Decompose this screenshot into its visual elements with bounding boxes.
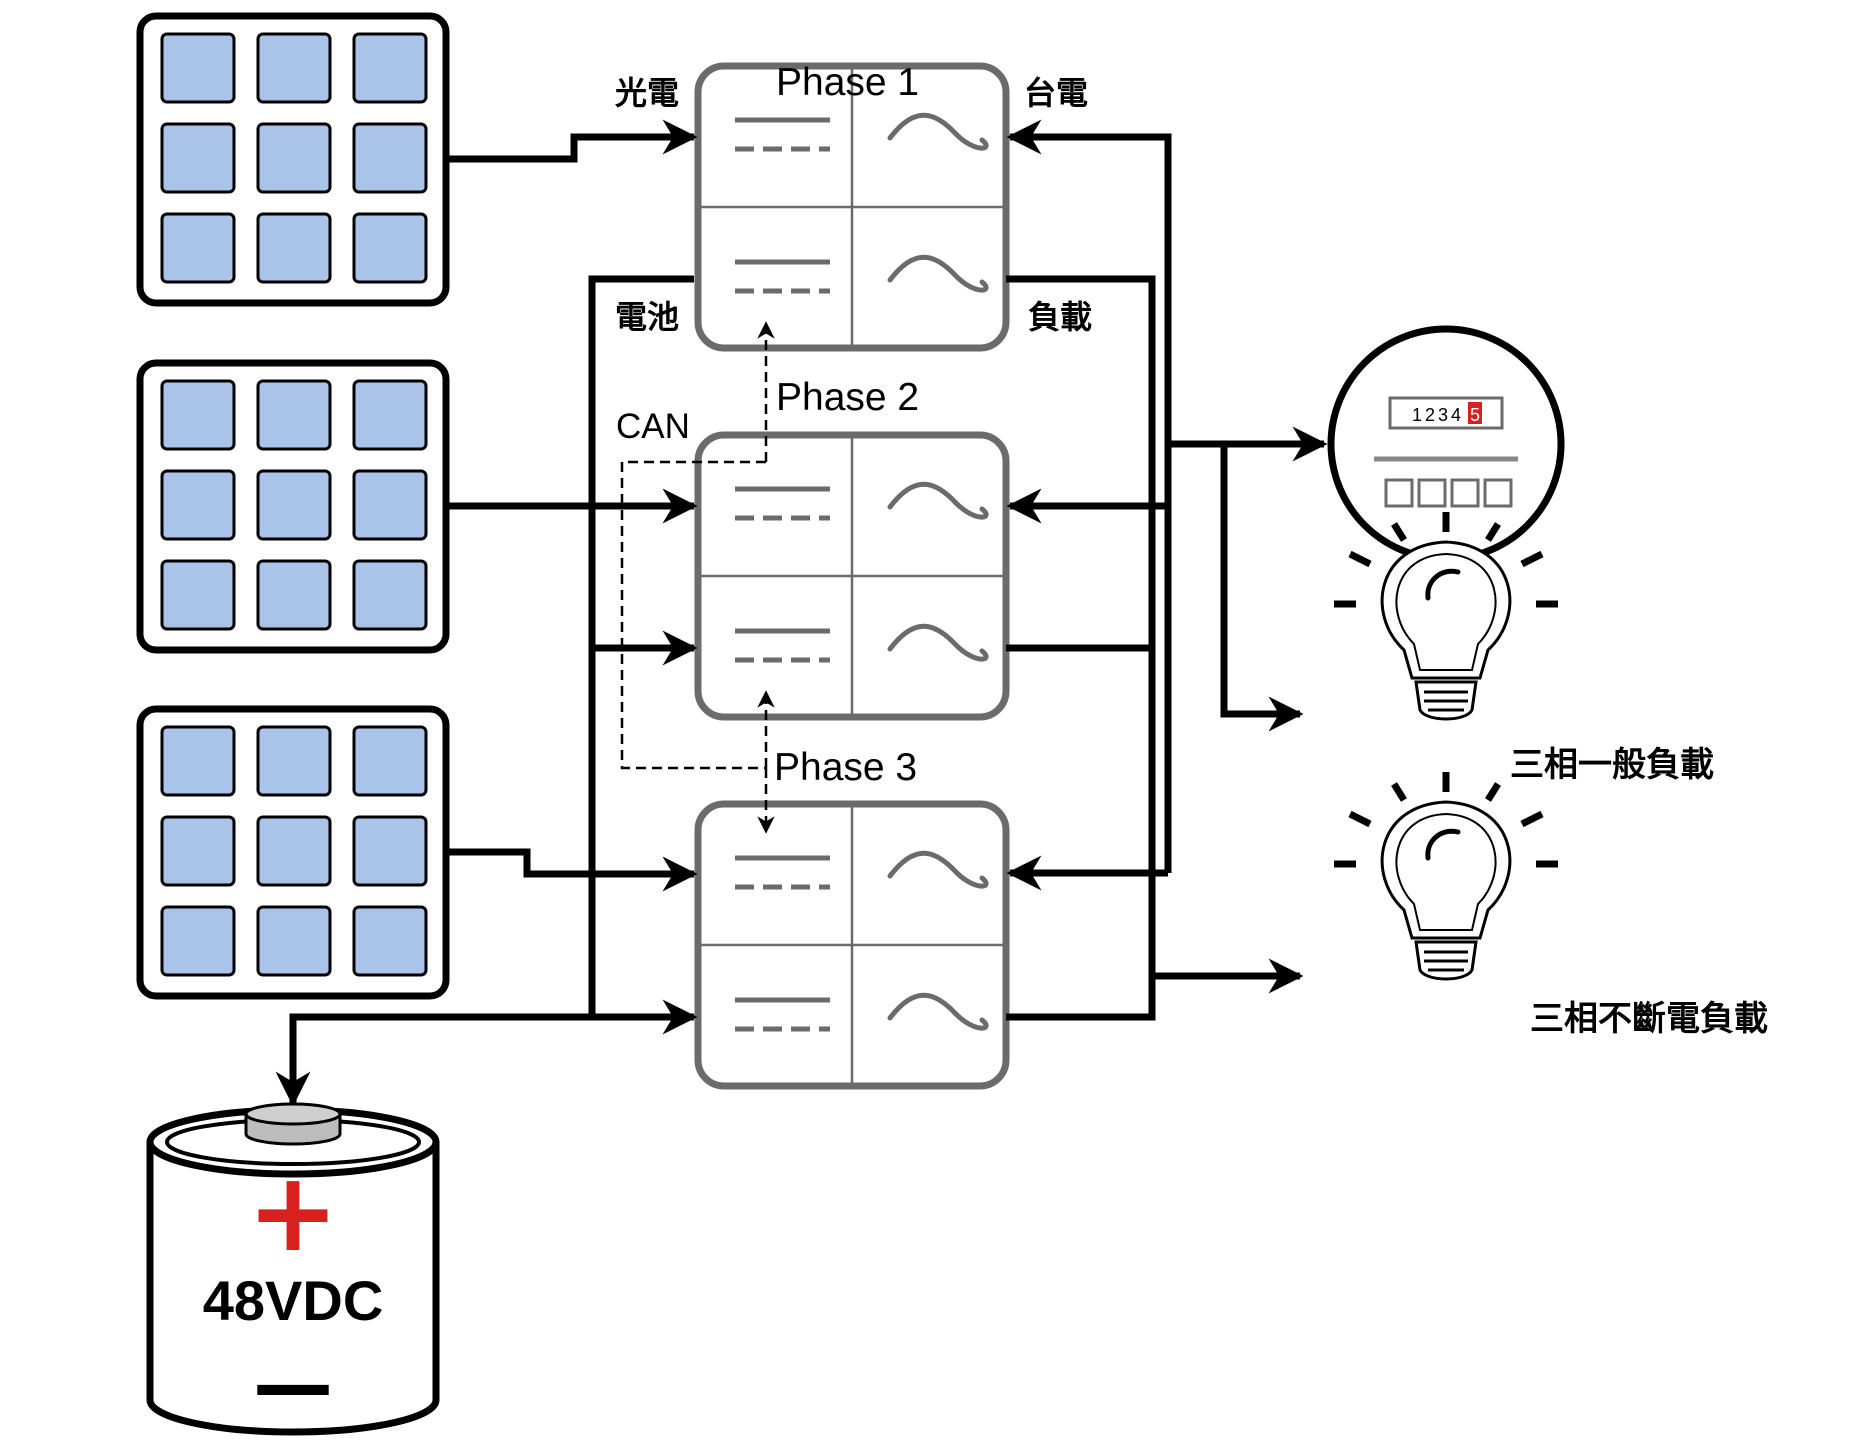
solar-cell xyxy=(160,559,236,631)
bulb-part xyxy=(1425,568,1461,601)
solar-cell xyxy=(352,122,428,194)
bulb-part xyxy=(1425,828,1461,861)
solar-cell xyxy=(160,725,236,797)
battery-plus-sign: + xyxy=(247,1148,339,1276)
can-bus-label: CAN xyxy=(616,407,690,446)
bulb-part xyxy=(1395,812,1497,931)
battery-dc-bus xyxy=(275,275,698,1107)
dc-symbol-icons xyxy=(735,117,830,1032)
solar-cell xyxy=(256,815,332,887)
solar-cell xyxy=(256,725,332,797)
pv-input-label: 光電 xyxy=(615,74,679,112)
inverter-phase-2 xyxy=(694,431,1010,721)
electric-meter: 1234 5 xyxy=(1327,325,1565,563)
solar-cell xyxy=(352,815,428,887)
solar-cell xyxy=(352,32,428,104)
general-load-label: 三相一般負載 xyxy=(1510,745,1714,785)
load-output-label: 負載 xyxy=(1028,298,1092,336)
grid-ac-bus xyxy=(1006,119,1328,891)
bulb-part xyxy=(1348,810,1372,828)
solar-cell xyxy=(352,559,428,631)
solar-cell xyxy=(352,379,428,451)
bulb-part xyxy=(1485,782,1501,802)
bulb-part xyxy=(1391,782,1407,802)
battery-icon: + 48VDC — xyxy=(146,1102,440,1436)
bulb-part xyxy=(1485,522,1501,542)
solar-cell xyxy=(256,559,332,631)
solar-cell xyxy=(352,469,428,541)
can-bus-lines xyxy=(620,321,775,834)
phase-1-title: Phase 1 xyxy=(776,61,919,104)
solar-cell xyxy=(256,905,332,977)
solar-panel-2 xyxy=(136,359,450,654)
ups-load-bulb-icon xyxy=(1334,772,1558,981)
phase-3-title: Phase 3 xyxy=(774,746,917,789)
battery-minus-sign: — xyxy=(253,1338,333,1431)
general-load-bulb-icon xyxy=(1334,512,1558,721)
solar-panel-1 xyxy=(136,12,450,307)
inverter-phase-3 xyxy=(694,800,1010,1090)
meter-digits: 1234 xyxy=(1412,405,1464,425)
phase-2-title: Phase 2 xyxy=(776,376,919,419)
load-ac-bus xyxy=(1006,275,1304,1021)
solar-cell xyxy=(256,32,332,104)
bulb-part xyxy=(1348,550,1372,568)
solar-cell xyxy=(256,212,332,284)
bulb-part xyxy=(1520,550,1544,568)
inverter-phase-1 xyxy=(694,62,1010,352)
meter-last-digit: 5 xyxy=(1470,405,1480,425)
solar-cell xyxy=(160,212,236,284)
solar-cell xyxy=(160,815,236,887)
solar-cell xyxy=(352,725,428,797)
solar-cell xyxy=(160,122,236,194)
solar-cell xyxy=(256,469,332,541)
solar-cell xyxy=(160,905,236,977)
pv-input-lines xyxy=(449,119,698,892)
bulb-part xyxy=(1380,540,1512,680)
solar-cell xyxy=(256,122,332,194)
solar-cell xyxy=(352,212,428,284)
solar-cell xyxy=(160,379,236,451)
battery-port-label: 電池 xyxy=(615,298,679,336)
ac-wave-icons xyxy=(887,112,989,1031)
bulb-part xyxy=(1520,810,1544,828)
bulb-part xyxy=(1391,522,1407,542)
solar-cell xyxy=(160,469,236,541)
battery-voltage-label: 48VDC xyxy=(203,1269,384,1332)
solar-panel-3 xyxy=(136,705,450,1000)
solar-cell xyxy=(160,32,236,104)
bulb-part xyxy=(1395,552,1497,671)
solar-cell xyxy=(352,905,428,977)
grid-input-label: 台電 xyxy=(1024,74,1088,112)
ups-load-label: 三相不斷電負載 xyxy=(1530,999,1768,1039)
solar-cell xyxy=(256,379,332,451)
bulb-part xyxy=(1380,800,1512,940)
